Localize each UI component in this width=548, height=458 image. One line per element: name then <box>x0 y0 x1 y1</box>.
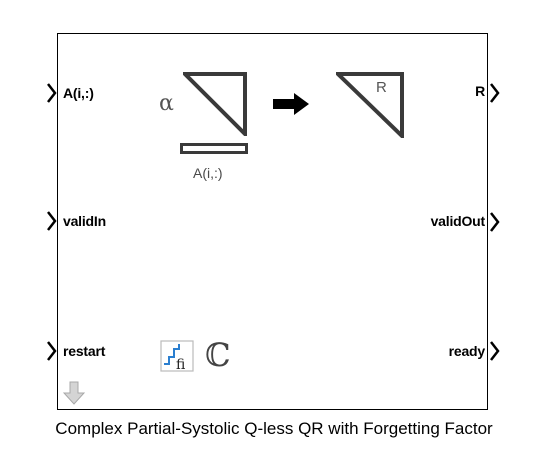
output-port-arrow-icon[interactable] <box>490 341 500 361</box>
right-arrow-icon <box>273 93 309 115</box>
row-vector-icon <box>180 143 248 154</box>
row-input-caption: A(i,:) <box>193 165 223 181</box>
r-matrix-label: R <box>376 79 387 96</box>
fixed-point-label: fi <box>176 357 186 372</box>
input-port-label-validin: validIn <box>63 213 106 229</box>
forgetting-factor-alpha-symbol: α <box>159 91 174 116</box>
output-port-arrow-icon[interactable] <box>490 212 500 232</box>
output-port-label-validout: validOut <box>430 213 486 229</box>
input-port-label-restart: restart <box>63 343 106 359</box>
fixed-point-icon: fi <box>160 340 194 372</box>
r-matrix-icon <box>336 72 404 138</box>
output-port-arrow-icon[interactable] <box>490 83 500 103</box>
down-arrow-icon[interactable] <box>63 381 85 405</box>
input-port-arrow-icon[interactable] <box>47 341 57 361</box>
upper-triangular-matrix-icon <box>183 72 247 136</box>
output-port-label-r: R <box>475 83 485 99</box>
complex-data-symbol: ℂ <box>205 336 231 374</box>
block-title[interactable]: Complex Partial-Systolic Q-less QR with … <box>55 419 493 438</box>
input-port-arrow-icon[interactable] <box>47 211 57 231</box>
input-port-label-a-row: A(i,:) <box>63 85 94 101</box>
output-port-label-ready: ready <box>448 343 486 359</box>
input-port-arrow-icon[interactable] <box>47 83 57 103</box>
qr-block-body[interactable] <box>57 33 488 410</box>
